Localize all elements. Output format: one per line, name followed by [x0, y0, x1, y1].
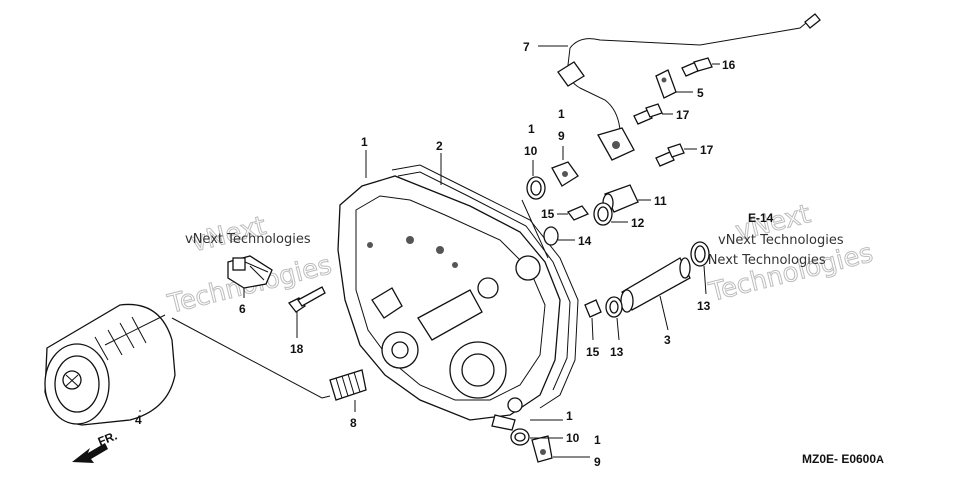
callout-1-stack-a: 1 — [528, 122, 535, 136]
oil-filter-nipple[interactable] — [329, 369, 367, 401]
callout-12: 12 — [631, 216, 645, 230]
o-ring-10-bottom[interactable] — [510, 428, 530, 446]
sensor-bracket-5[interactable] — [655, 69, 677, 99]
callout-15-top: 15 — [541, 207, 555, 221]
callout-7: 7 — [523, 40, 530, 54]
callout-17-upper: 17 — [676, 108, 690, 122]
callout-1-bottom-a: 1 — [566, 409, 573, 423]
o-ring-14[interactable] — [543, 226, 559, 246]
bolt-16[interactable] — [681, 57, 713, 77]
callout-10-top: 10 — [524, 144, 538, 158]
callout-1-bottom-b: 1 — [594, 433, 601, 447]
callout-3: 3 — [664, 333, 671, 347]
o-ring-10-top[interactable] — [526, 176, 546, 200]
watermark-big-b-right: Technologies — [706, 238, 876, 308]
right-crankcase-cover[interactable] — [337, 175, 561, 431]
callout-15-bottom: 15 — [586, 345, 600, 359]
callout-14: 14 — [578, 234, 592, 248]
dowel-pin-15-bottom[interactable] — [584, 299, 602, 318]
o-ring-13-left[interactable] — [605, 296, 623, 318]
callout-10-bottom: 10 — [566, 431, 580, 445]
callout-5: 5 — [697, 86, 704, 100]
watermark-small-left: vNext Technologies — [185, 232, 311, 247]
front-direction-arrow: FR. — [72, 429, 119, 463]
callout-6: 6 — [239, 302, 246, 316]
callout-13-left: 13 — [610, 345, 624, 359]
callout-1-top: 1 — [361, 135, 368, 149]
dowel-pin-15-top[interactable] — [566, 205, 590, 221]
leader-13-left — [616, 317, 620, 341]
speed-sensor-cable[interactable] — [557, 13, 821, 161]
diagram-code-prefix: MZ0E- E0600 — [802, 452, 876, 466]
watermark-small-right-2: vNext Technologies — [700, 253, 826, 268]
leader-stack-cover — [521, 199, 549, 259]
bolt-18[interactable] — [288, 286, 326, 313]
callout-13-right: 13 — [697, 299, 711, 313]
callout-4: 4 — [135, 413, 142, 427]
o-ring-13-right[interactable] — [690, 241, 710, 267]
watermark-small-right-1: vNext Technologies — [718, 233, 844, 248]
oil-pipe-3[interactable] — [620, 257, 691, 313]
leader-13-right — [703, 265, 707, 295]
callout-9-top: 9 — [558, 129, 565, 143]
callout-18: 18 — [290, 342, 304, 356]
callout-1-stack-b: 1 — [558, 107, 565, 121]
leader-15-bottom — [591, 317, 594, 341]
callout-11: 11 — [654, 194, 667, 208]
e14-reference: E-14 — [748, 211, 774, 225]
oil-filter[interactable] — [44, 303, 176, 426]
callout-8: 8 — [350, 416, 357, 430]
diagram-code: MZ0E- E0600A — [802, 452, 884, 466]
oil-pressure-switch[interactable] — [227, 255, 273, 289]
cover-gasket[interactable] — [391, 164, 579, 409]
callout-17-lower: 17 — [700, 143, 714, 157]
diagram-code-suffix: A — [876, 454, 884, 466]
bolt-17-upper[interactable] — [633, 103, 663, 125]
front-label: FR. — [96, 429, 119, 449]
callout-9-bottom: 9 — [594, 455, 601, 469]
drain-bolt-9-bottom[interactable] — [531, 435, 553, 463]
leader-3 — [659, 295, 669, 331]
drain-bolt-9-top[interactable] — [551, 161, 579, 187]
leader-filter-nipple — [171, 317, 331, 399]
o-ring-12[interactable] — [593, 202, 613, 226]
bolt-17-lower[interactable] — [655, 143, 685, 167]
callout-16: 16 — [722, 58, 736, 72]
callout-2: 2 — [436, 139, 443, 153]
